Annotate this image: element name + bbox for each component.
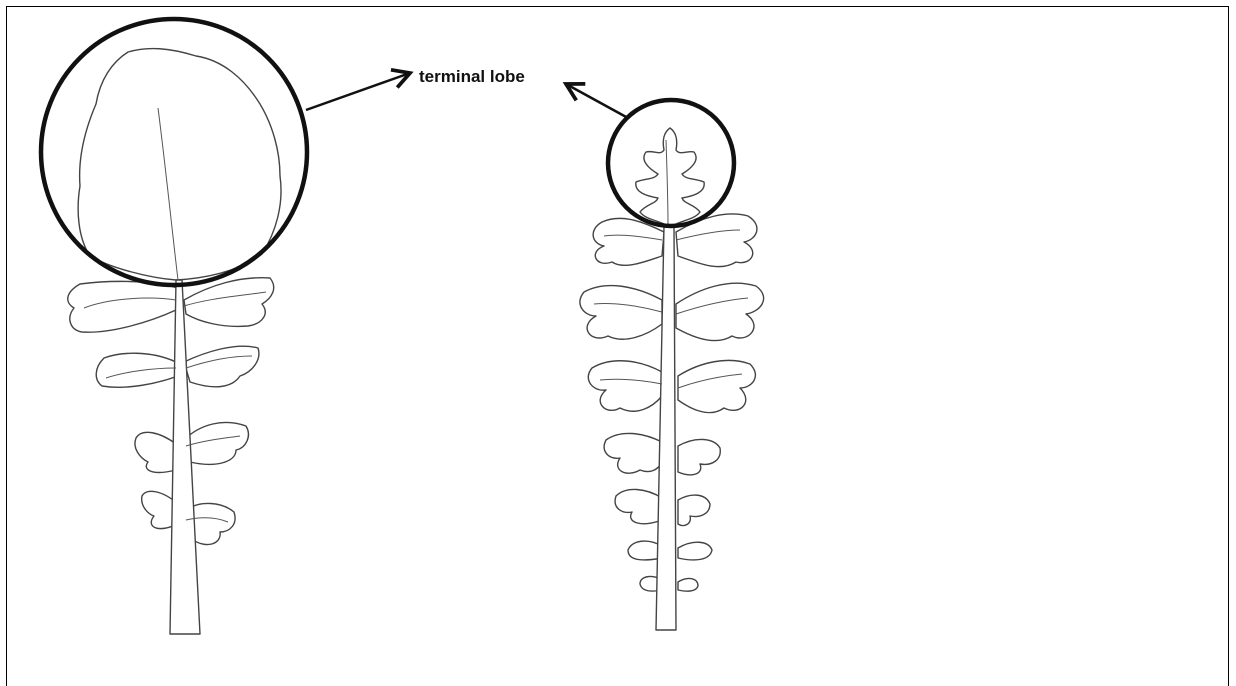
- right-leaf-lobe: [678, 360, 755, 412]
- right-leaf-lobe: [678, 495, 710, 526]
- terminal-lobe-label: terminal lobe: [419, 67, 525, 86]
- arrow-left-to-label: [306, 73, 410, 110]
- right-leaf-lobe: [580, 286, 662, 340]
- right-terminal-lobe: [636, 128, 704, 226]
- right-leaf-lobe: [588, 361, 662, 411]
- right-leaf-lobe: [678, 439, 720, 474]
- right-leaf-lobe: [676, 283, 764, 340]
- right-leaf-lobe: [678, 542, 712, 560]
- left-leaf-lobe: [184, 346, 259, 387]
- arrow-right-to-label: [566, 84, 628, 118]
- right-leaf-lobe: [604, 433, 662, 473]
- left-leaf-lobe: [96, 353, 178, 387]
- left-terminal-lobe: [78, 49, 281, 280]
- right-leaf-lobe: [678, 579, 698, 592]
- right-leaf-stalk: [656, 226, 676, 630]
- left-leaf-lobe: [135, 432, 176, 472]
- left-leaf-lobe: [68, 281, 178, 332]
- left-leaf: [68, 49, 281, 634]
- right-leaf: [580, 128, 764, 630]
- right-leaf-lobe: [615, 489, 662, 523]
